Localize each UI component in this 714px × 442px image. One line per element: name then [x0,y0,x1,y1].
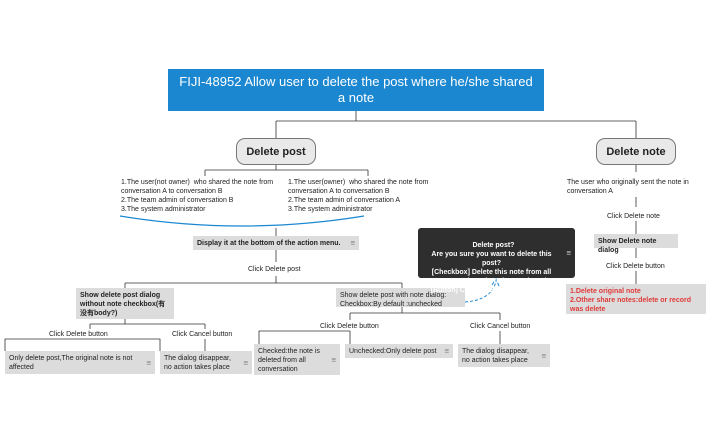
click-delete-post[interactable]: Click Delete post [248,266,301,273]
notes-icon: ≡ [146,358,151,367]
dialog-with-checkbox-node[interactable]: Show delete post with note dialog: Check… [336,288,465,308]
left-result-cancel-node[interactable]: The dialog disappear, no action takes pl… [160,351,252,374]
left-click-cancel[interactable]: Click Cancel button [172,331,233,338]
right-result-cancel-label: The dialog disappear, no action takes pl… [462,348,529,364]
unchecked-result-node[interactable]: Unchecked:Only delete post ≡ [345,344,453,358]
branch-delete-note-label: Delete note [606,145,666,158]
click-delete-note[interactable]: Click Delete note [607,213,660,220]
notes-icon: ≡ [541,351,546,360]
display-action-label: Display it at the bottom of the action m… [197,240,341,247]
checked-result-node[interactable]: Checked:the note is deleted from all con… [254,344,340,375]
note-click-delete-button[interactable]: Click Delete button [606,263,665,270]
case-not-owner[interactable]: 1.The user(not owner) who shared the not… [121,179,274,213]
left-result-delete-node[interactable]: Only delete post,The original note is no… [5,351,155,374]
root-title: FIJI-48952 Allow user to delete the post… [179,74,533,105]
notes-icon: ≡ [566,248,571,258]
right-click-delete[interactable]: Click Delete button [320,323,379,330]
original-sender-text[interactable]: The user who originally sent the note in… [567,179,689,195]
dialog-no-checkbox-node[interactable]: Show delete post dialog without note che… [76,288,174,319]
show-delete-note-dialog-node[interactable]: Show Delete note dialog [594,234,678,254]
checked-result-label: Checked:the note is deleted from all con… [258,348,320,373]
notes-icon: ≡ [331,355,336,364]
left-result-delete-label: Only delete post,The original note is no… [9,355,133,371]
branch-delete-post-label: Delete post [246,145,306,158]
unchecked-result-label: Unchecked:Only delete post [349,348,437,355]
branch-delete-note[interactable]: Delete note [596,138,676,165]
notes-icon: ≡ [243,358,248,367]
notes-icon: ≡ [350,238,355,248]
delete-post-dialog-callout[interactable]: Delete post? Are you sure you want to de… [418,228,575,294]
note-result-node[interactable]: 1.Delete original note 2.Other share not… [566,284,706,314]
callout-text: Delete post? Are you sure you want to de… [430,242,553,294]
notes-icon: ≡ [444,346,449,356]
display-action-node[interactable]: Display it at the bottom of the action m… [193,236,359,250]
case-owner[interactable]: 1.The user(owner) who shared the note fr… [288,179,429,213]
left-result-cancel-label: The dialog disappear, no action takes pl… [164,355,231,371]
right-result-cancel-node[interactable]: The dialog disappear, no action takes pl… [458,344,550,367]
branch-delete-post[interactable]: Delete post [236,138,316,165]
root-topic[interactable]: FIJI-48952 Allow user to delete the post… [168,69,544,111]
left-click-delete[interactable]: Click Delete button [49,331,108,338]
right-click-cancel[interactable]: Click Cancel button [470,323,531,330]
